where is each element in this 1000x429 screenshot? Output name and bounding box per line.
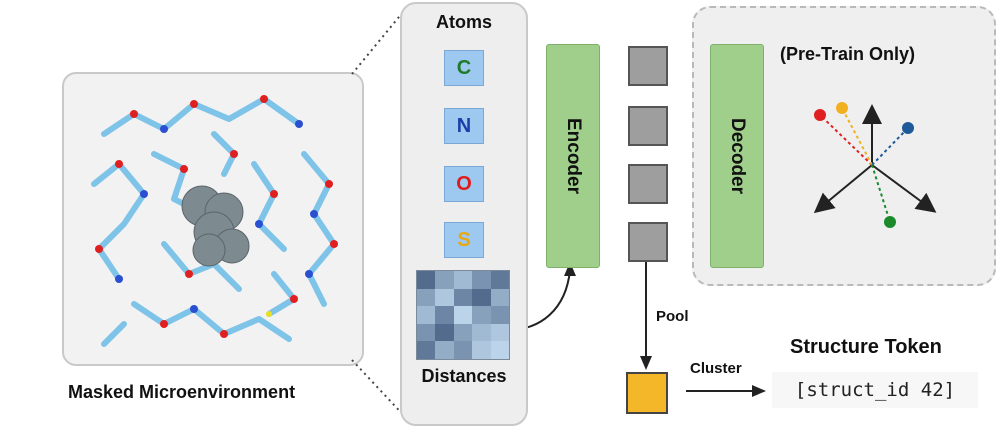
microenvironment-caption: Masked Microenvironment: [68, 382, 296, 402]
atom-n-label: N: [456, 114, 472, 137]
cluster-label: Cluster: [690, 360, 742, 377]
prediction-vector: [871, 164, 891, 223]
structure-token-code: [struct_id 42]: [772, 372, 978, 408]
pool-label: Pool: [656, 308, 689, 325]
axis-left: [813, 164, 873, 214]
pretrain-title: (Pre-Train Only): [780, 44, 916, 64]
distance-matrix: [416, 270, 510, 360]
distance-cell: [435, 323, 454, 342]
atoms-title: Atoms: [435, 12, 492, 32]
encoder-label: Encoder: [563, 117, 584, 195]
atom-c-label: C: [456, 56, 472, 79]
pooled-token: [626, 372, 668, 414]
distances-title: Distances: [421, 366, 507, 386]
atom-o: O: [444, 166, 484, 202]
prediction-point: [814, 109, 826, 121]
distance-cell: [472, 323, 491, 342]
coordinate-axes: [813, 102, 937, 228]
distance-cell: [490, 323, 509, 342]
atom-o-label: O: [456, 172, 472, 195]
distance-cell: [490, 271, 509, 289]
microenvironment-panel: [62, 72, 364, 366]
atom-c: C: [444, 50, 484, 86]
distance-cell: [490, 341, 509, 359]
embedding-token-1: [628, 46, 668, 86]
prediction-vector: [841, 107, 873, 166]
distance-cell: [417, 323, 436, 342]
prediction-point: [884, 216, 896, 228]
distance-cell: [453, 341, 473, 359]
distance-cell: [453, 288, 473, 307]
distance-cell: [453, 271, 473, 289]
distance-cell: [435, 341, 454, 359]
distance-cell: [472, 288, 491, 307]
distance-cell: [417, 271, 436, 289]
decoder-label: Decoder: [727, 117, 748, 195]
prediction-vector: [819, 114, 873, 166]
atom-s-label: S: [457, 228, 471, 251]
encoder-block: Encoder: [546, 44, 600, 268]
distance-cell: [472, 306, 491, 324]
distance-cell: [472, 271, 491, 289]
structure-token-title: Structure Token: [790, 336, 942, 358]
prediction-point: [902, 122, 914, 134]
distance-cell: [417, 306, 436, 324]
distance-cell: [453, 306, 473, 324]
distance-cell: [435, 288, 454, 307]
distance-cell: [417, 341, 436, 359]
axis-right: [871, 164, 937, 213]
atom-n: N: [444, 108, 484, 144]
distance-cell: [435, 306, 454, 324]
prediction-point: [836, 102, 848, 114]
distance-cell: [490, 288, 509, 307]
embedding-token-2: [628, 106, 668, 146]
distance-cell: [490, 306, 509, 324]
decoder-block: Decoder: [710, 44, 764, 268]
prediction-vector: [871, 127, 909, 166]
embedding-token-3: [628, 164, 668, 204]
distance-cell: [453, 323, 473, 342]
distance-cell: [472, 341, 491, 359]
distance-cell: [417, 288, 436, 307]
atom-s: S: [444, 222, 484, 258]
distance-cell: [435, 271, 454, 289]
embedding-token-4: [628, 222, 668, 262]
protein-structure-image: [91, 95, 338, 347]
